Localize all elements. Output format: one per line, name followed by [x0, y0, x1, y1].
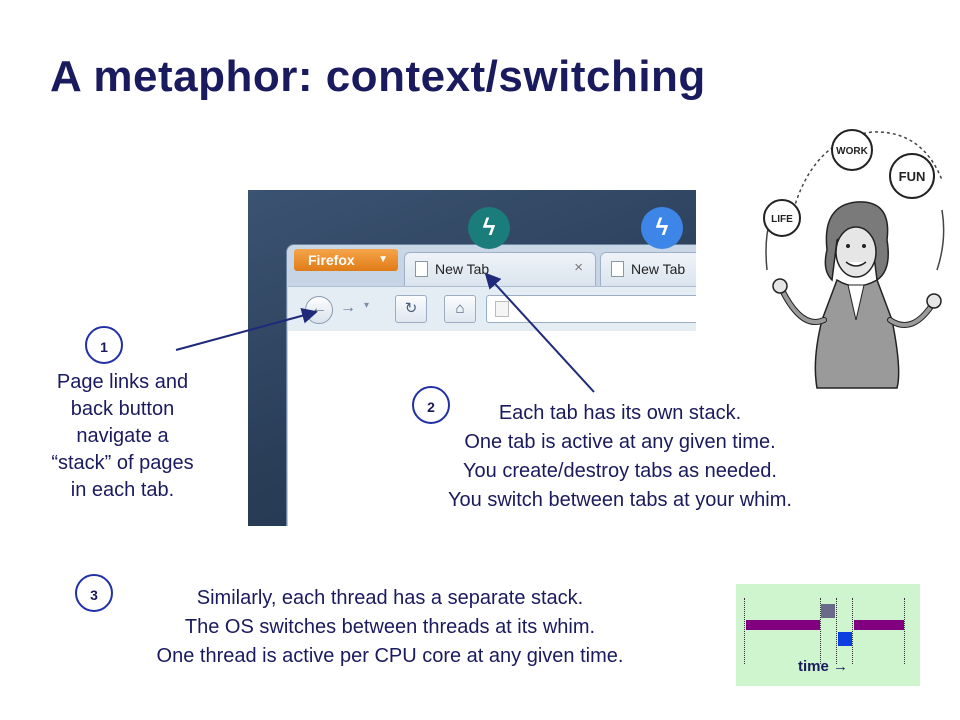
home-button[interactable]: ⌂ — [444, 295, 476, 323]
life-ball: LIFE — [763, 199, 801, 237]
tab-label: New Tab — [631, 261, 686, 277]
lightning-bolt-icon: ϟ — [641, 207, 683, 249]
callout-3-text: Similarly, each thread has a separate st… — [60, 584, 720, 671]
reload-button[interactable]: ↻ — [395, 295, 427, 323]
step-number-2: 2 — [412, 386, 450, 424]
thread-switch-segment — [821, 604, 835, 618]
firefox-menu-button[interactable]: Firefox ▼ — [294, 249, 398, 271]
arrow-right-icon: → — [833, 658, 849, 675]
time-label-text: time — [798, 658, 829, 675]
thread-active-segment — [854, 620, 904, 630]
callout-line: Each tab has its own stack. — [498, 402, 742, 424]
url-bar[interactable] — [486, 295, 696, 323]
callout-line: The OS switches between threads at its w… — [184, 616, 596, 638]
page-icon — [495, 301, 509, 317]
time-axis-label: time → — [798, 658, 848, 675]
thread-switch-segment — [838, 632, 852, 646]
callout-line: One tab is active at any given time. — [464, 431, 776, 453]
timeline-tick — [904, 598, 905, 664]
page-icon — [611, 261, 624, 277]
timeline-tick — [836, 598, 837, 664]
step-number-3: 3 — [75, 574, 113, 612]
callout-line: You switch between tabs at your whim. — [448, 489, 792, 511]
callout-line: “stack” of pages — [51, 452, 194, 474]
work-ball-label: WORK — [836, 146, 868, 157]
page-icon — [415, 261, 428, 277]
slide-title: A metaphor: context/switching — [50, 52, 706, 101]
step-number-1: 1 — [85, 326, 123, 364]
callout-line: navigate a — [76, 425, 169, 447]
callout-line: Similarly, each thread has a separate st… — [196, 587, 584, 609]
dropdown-arrow-icon: ▼ — [378, 254, 388, 265]
callout-line: in each tab. — [70, 479, 175, 501]
work-ball: WORK — [831, 129, 873, 171]
close-tab-icon[interactable]: × — [574, 259, 583, 276]
timeline-tick — [744, 598, 745, 664]
callout-line: Page links and — [56, 371, 189, 393]
back-button[interactable]: ← — [305, 296, 333, 324]
timeline-tick — [852, 598, 853, 664]
timeline-tick — [820, 598, 821, 664]
callout-1-text: Page links and back button navigate a “s… — [20, 369, 225, 504]
tab-label: New Tab — [435, 261, 490, 277]
thread-timeline: time → — [736, 584, 920, 686]
forward-button[interactable]: → — [340, 299, 356, 316]
callout-2-text: Each tab has its own stack. One tab is a… — [380, 399, 860, 515]
firefox-button-label: Firefox — [308, 252, 355, 268]
browser-tab-1[interactable]: New Tab × — [404, 252, 596, 286]
callout-line: back button — [70, 398, 175, 420]
history-dropdown-icon[interactable]: ▾ — [364, 300, 370, 311]
lightning-bolt-icon: ϟ — [468, 207, 510, 249]
callout-line: You create/destroy tabs as needed. — [463, 460, 777, 482]
browser-tab-2[interactable]: New Tab — [600, 252, 696, 286]
thread-active-segment — [746, 620, 820, 630]
callout-line: One thread is active per CPU core at any… — [156, 645, 624, 667]
juggler-illustration: WORK FUN LIFE — [763, 129, 945, 389]
life-ball-label: LIFE — [771, 214, 793, 225]
fun-ball: FUN — [889, 153, 935, 199]
fun-ball-label: FUN — [899, 169, 926, 184]
